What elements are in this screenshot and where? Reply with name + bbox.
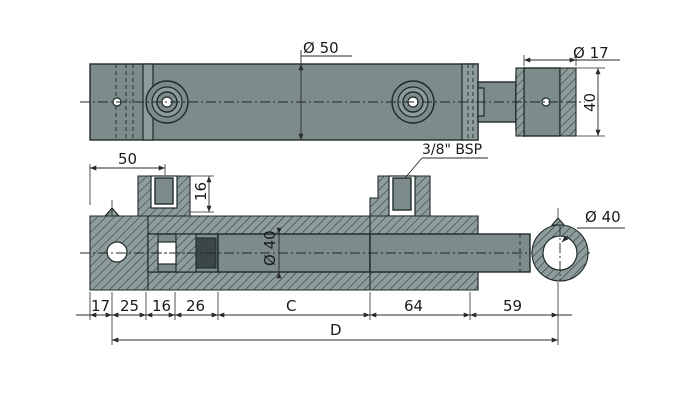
label-16-v: 16 (192, 182, 210, 201)
label-d40-eye: Ø 40 (585, 208, 621, 226)
rod-eye-front (531, 208, 589, 282)
label-bsp: 3/8" BSP (422, 142, 482, 158)
label-d17: Ø 17 (573, 44, 609, 62)
label-D: D (330, 321, 342, 339)
top-view: Ø 50 Ø 17 40 (80, 39, 620, 141)
label-C: C (286, 297, 296, 315)
label-17: 17 (91, 297, 110, 315)
label-16: 16 (152, 297, 171, 315)
label-40-top: 40 (581, 93, 599, 112)
section-view: 50 16 Ø 40 3/8" BSP (80, 142, 625, 291)
rear-mount-hole (106, 241, 128, 263)
label-50-side: 50 (118, 150, 137, 168)
label-d50: Ø 50 (303, 39, 339, 57)
label-26: 26 (186, 297, 205, 315)
label-59: 59 (503, 297, 522, 315)
label-64: 64 (404, 297, 423, 315)
dimension-chain: 17 25 16 26 C 64 59 D (76, 282, 572, 345)
label-d40-rod: Ø 40 (261, 230, 279, 266)
label-25: 25 (120, 297, 139, 315)
piston-rod-inner (217, 233, 371, 273)
